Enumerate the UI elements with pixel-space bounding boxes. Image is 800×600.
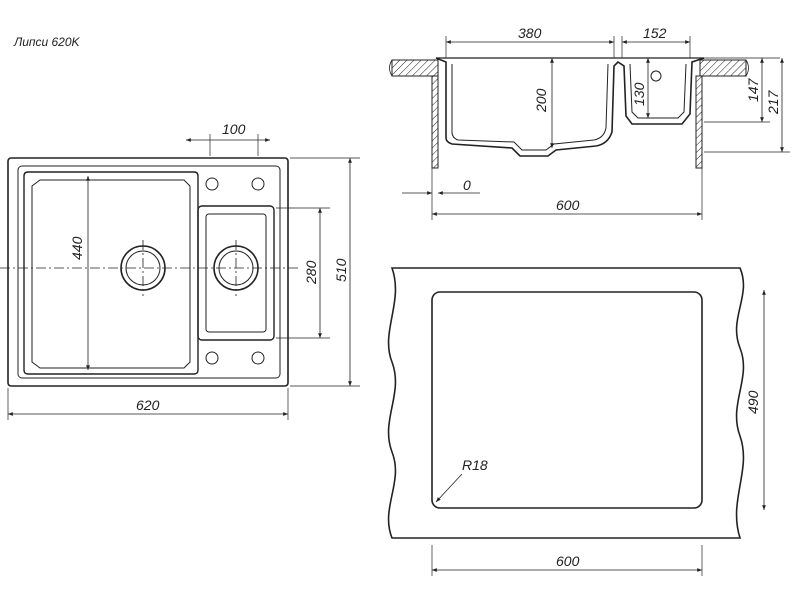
cutout-view: R18 490 600 <box>387 267 766 576</box>
dim-147: 147 <box>745 77 761 102</box>
dim-cabinet-width: 600 <box>556 197 580 213</box>
dim-main-bowl-depth: 200 <box>533 88 549 113</box>
dim-small-bowl-depth: 130 <box>631 82 647 106</box>
faucet-holes <box>205 177 265 365</box>
drawing-title: Липси 620K <box>13 35 81 49</box>
countertop-left <box>391 59 439 77</box>
dim-cutout-depth: 490 <box>745 390 761 414</box>
overflow-hole-icon <box>650 70 662 82</box>
countertop-right <box>699 59 747 77</box>
section-view: 380 152 200 130 147 217 0 600 <box>389 25 790 220</box>
dim-main-bowl-width: 380 <box>518 25 542 41</box>
dim-cutout-width: 600 <box>556 553 580 569</box>
dim-total-height: 217 <box>765 89 781 115</box>
cutout-opening <box>431 291 703 509</box>
dim-tray-width: 100 <box>222 121 246 137</box>
countertop-edge <box>387 267 745 539</box>
dim-small-bowl-width: 152 <box>643 25 667 41</box>
top-view: 100 440 280 510 620 <box>0 121 360 420</box>
dim-corner-radius: R18 <box>462 457 488 473</box>
dim-small-bowl-length: 280 <box>303 260 319 285</box>
main-bowl <box>23 171 199 375</box>
dim-overall-depth: 510 <box>333 258 349 282</box>
dim-offset: 0 <box>463 177 471 193</box>
sink-outline <box>7 157 289 387</box>
dim-bowl-length: 440 <box>69 236 85 260</box>
sink-rim <box>17 165 281 379</box>
dim-overall-width: 620 <box>136 397 160 413</box>
